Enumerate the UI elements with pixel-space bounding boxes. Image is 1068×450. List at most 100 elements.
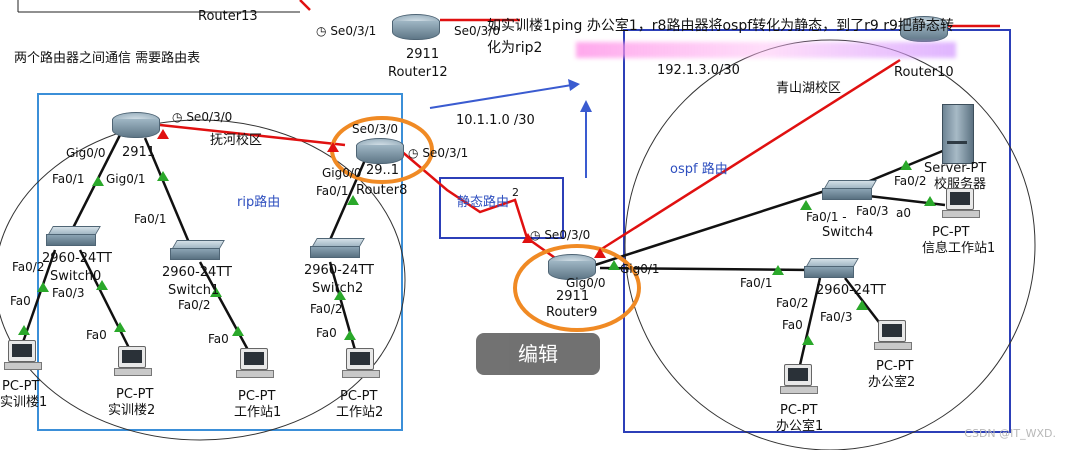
qingshanhu-area-frame: [623, 29, 1011, 433]
link-up-marker: [900, 160, 912, 170]
ospf-routing-label: ospf 路由: [670, 162, 728, 177]
rip-routing-label: rip路由: [237, 195, 281, 210]
router10-icon[interactable]: [900, 16, 948, 44]
pc-gongzuo2-name: 工作站2: [336, 405, 384, 420]
sw0-fa01-port: Fa0/1: [52, 172, 85, 186]
annotation-line2: 化为rip2: [487, 40, 543, 56]
pc-bangong1-icon[interactable]: [780, 364, 818, 394]
r9-gig00-port: Gig0/0: [566, 276, 606, 290]
link-up-marker: [232, 326, 244, 336]
serial-link-left-r8: [159, 123, 346, 147]
switch2-model: 2960-24TT: [304, 263, 374, 278]
router8-icon[interactable]: [356, 138, 404, 166]
switch1-model: 2960-24TT: [162, 265, 232, 280]
r9-se030-port: ◷ Se0/3/0: [530, 228, 591, 242]
link-up-markers: [18, 160, 936, 345]
pc-shixun1-model: PC-PT: [2, 379, 40, 394]
pc2-fa0-port: Fa0: [86, 328, 107, 342]
clock-icon: ◷: [408, 146, 419, 160]
routing-table-note: 两个路由器之间通信 需要路由表: [14, 51, 201, 66]
static-routing-label: 静态路由: [457, 195, 510, 210]
link-up-marker: [210, 287, 222, 297]
arrow-head-1: [568, 79, 580, 91]
switch1-icon[interactable]: [170, 240, 225, 260]
router12-name: Router12: [388, 65, 448, 80]
switch0-name: Switch0: [50, 269, 102, 284]
router-left-icon[interactable]: [112, 112, 160, 140]
sw1-fa02-port: Fa0/2: [178, 298, 211, 312]
sw4-fa02-port: Fa0/2: [894, 174, 927, 188]
pc-bangong2-name: 办公室2: [868, 375, 916, 390]
serial-marker: [594, 248, 606, 258]
eth-sw0-pc2: [78, 249, 132, 351]
edit-button[interactable]: 编辑: [476, 333, 600, 375]
switch4-icon[interactable]: [822, 180, 877, 200]
link-up-marker: [608, 260, 620, 270]
pc-gongzuo2-icon[interactable]: [342, 348, 380, 378]
pc-xinxi1-name: 信息工作站1: [922, 241, 996, 256]
pc-bangong2-icon[interactable]: [874, 320, 912, 350]
router13-label: Router13: [198, 9, 258, 24]
link-up-marker: [924, 196, 936, 206]
static-routing-superscript: 2: [512, 186, 519, 199]
sw4-fa01-port: Fa0/1 -: [806, 210, 847, 224]
link-up-marker: [772, 265, 784, 275]
clock-icon: ◷: [172, 110, 183, 124]
server-name: Server-PT: [924, 161, 987, 176]
pc3-fa0-port: Fa0: [208, 332, 229, 346]
sw0-fa02-port: Fa0/2: [12, 260, 45, 274]
link-up-marker: [334, 290, 346, 300]
router9-model: 2911: [556, 289, 590, 304]
serial-link-top: [299, 0, 311, 11]
link-up-marker: [96, 280, 108, 290]
router8-model: 29..1: [366, 163, 400, 178]
pc-bangong1-name: 办公室1: [776, 419, 824, 434]
switch5-icon[interactable]: [804, 258, 859, 278]
router12-model: 2911: [406, 47, 440, 62]
rip-region-circle: [0, 119, 406, 441]
pc-gongzuo1-icon[interactable]: [236, 348, 274, 378]
sw4-a0-port: a0: [896, 206, 911, 220]
r8-se031-port: ◷ Se0/3/1: [408, 146, 469, 160]
pc-bangong1-model: PC-PT: [780, 403, 818, 418]
pc-shixun2-name: 实训楼2: [108, 403, 156, 418]
switch0-model: 2960-24TT: [42, 251, 112, 266]
pc-shixun1-icon[interactable]: [4, 340, 42, 370]
rl-se030-port: ◷ Se0/3/0: [172, 110, 233, 124]
pc5-fa0-port: Fa0: [782, 318, 803, 332]
switch0-icon[interactable]: [46, 226, 101, 246]
link-up-marker: [347, 195, 359, 205]
pc-shixun2-icon[interactable]: [114, 346, 152, 376]
link-up-marker: [37, 282, 49, 292]
eth-r9-sw4: [594, 188, 829, 267]
serial-marker: [157, 129, 169, 139]
pc-gongzuo1-model: PC-PT: [238, 389, 276, 404]
eth-rl-sw1: [143, 137, 192, 246]
clock-icon: ◷: [316, 24, 327, 38]
sw4-fa03-port: Fa0/3: [856, 204, 889, 218]
server-icon[interactable]: [942, 104, 974, 164]
annotation-line1: 如实训楼1ping 办公室1，r8路由器将ospf转化为静态，到了r9 r9把静…: [487, 18, 954, 34]
switch2-icon[interactable]: [310, 238, 365, 258]
static-route-frame: [439, 177, 564, 239]
pc-shixun1-name: 实训楼1: [0, 395, 48, 410]
pc-xinxi1-icon[interactable]: [942, 188, 980, 218]
pc-gongzuo2-model: PC-PT: [340, 389, 378, 404]
serial-link-r9-r10: [599, 58, 901, 252]
router9-icon[interactable]: [548, 254, 596, 282]
pc4-fa0-port: Fa0: [316, 326, 337, 340]
watermark: CSDN @IT_WXD.: [964, 427, 1056, 440]
fuhe-area-frame: [37, 93, 403, 431]
pc1-fa0-port: Fa0: [10, 294, 31, 308]
router-left-model: 2911: [122, 145, 156, 160]
link-up-marker: [18, 325, 30, 335]
router12-icon[interactable]: [392, 14, 440, 42]
link-up-marker: [114, 322, 126, 332]
network-192-label: 192.1.3.0/30: [657, 63, 740, 78]
link-up-marker: [344, 330, 356, 340]
switch1-name: Switch1: [168, 283, 220, 298]
link-up-marker: [802, 335, 814, 345]
r12-se031-port: ◷ Se0/3/1: [316, 24, 377, 38]
r9-gig01-port: Gig0/1: [620, 262, 660, 276]
arrow-to-annotation-1: [429, 83, 579, 109]
